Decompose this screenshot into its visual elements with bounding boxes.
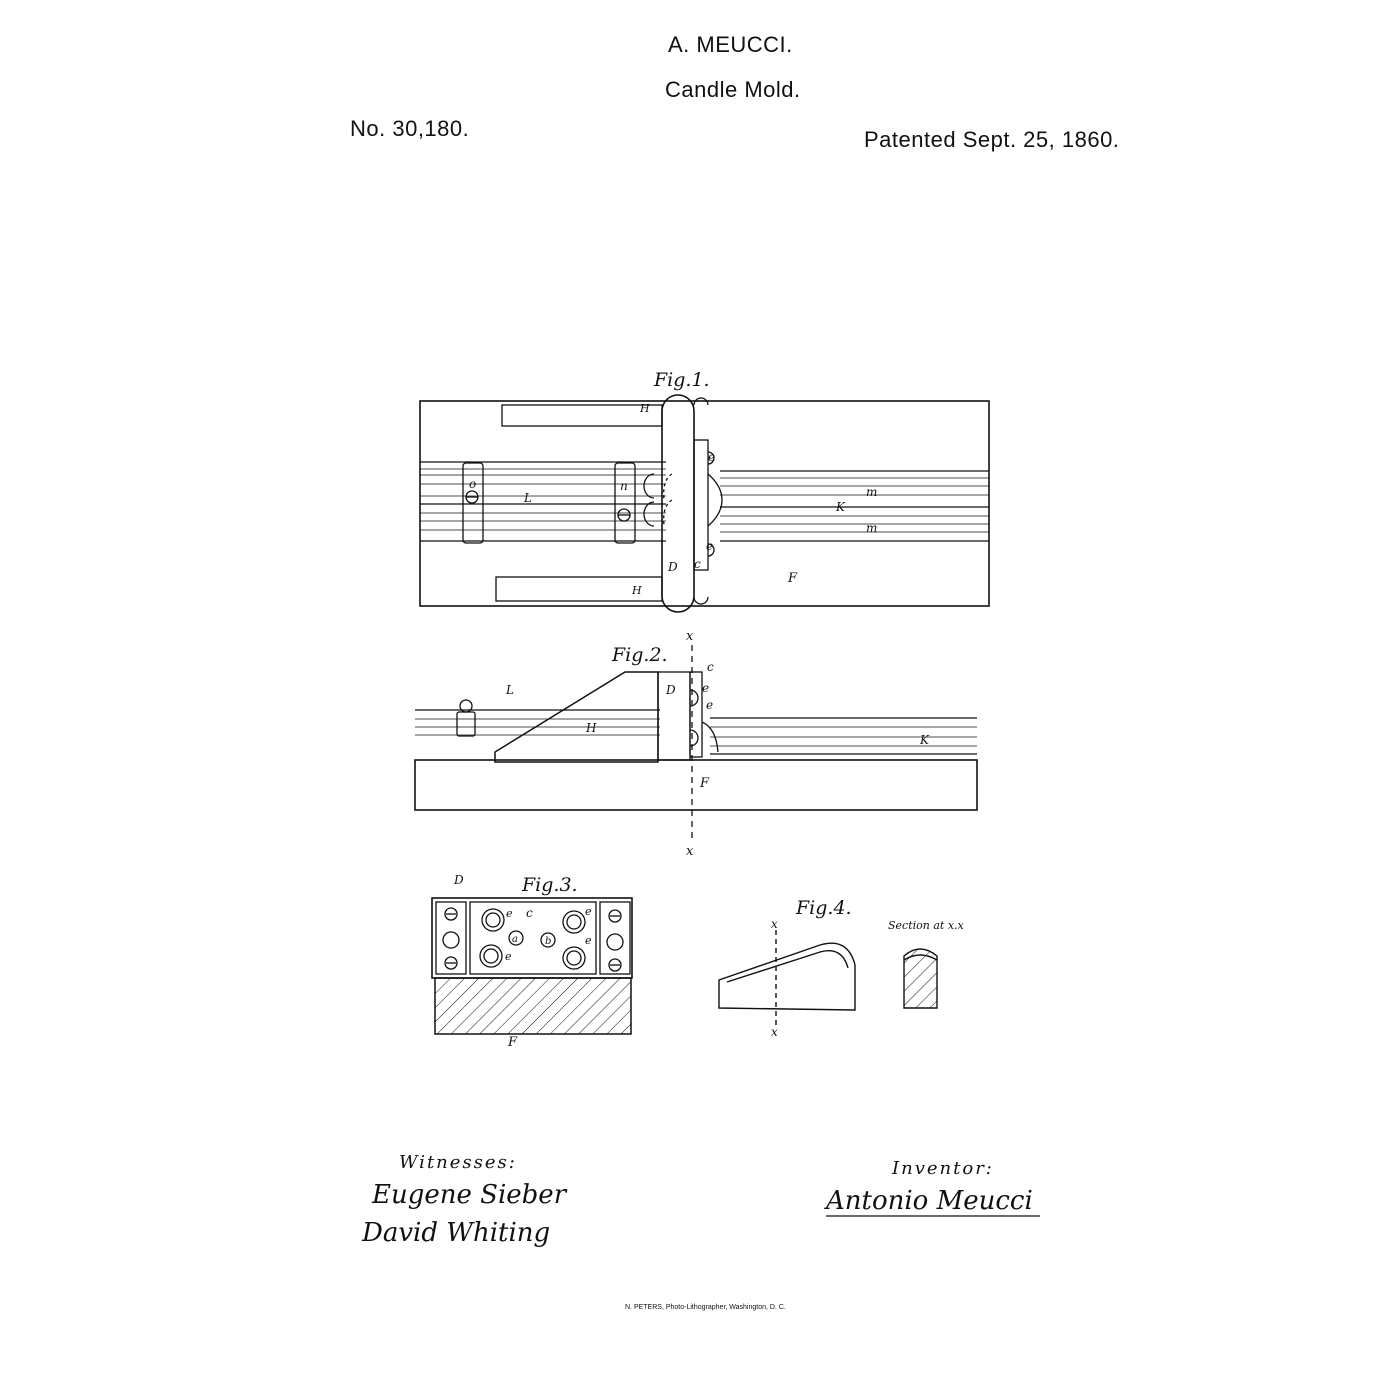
- fig4-wedge-side-view: [718, 942, 856, 1011]
- fig2-label-H: H: [585, 721, 597, 735]
- patent-number: No. 30,180.: [350, 116, 470, 141]
- fig3-label-b: b: [545, 936, 551, 947]
- fig2-label-K: K: [919, 733, 930, 747]
- inventor-name: A. MEUCCI.: [668, 32, 793, 57]
- fig3-label-a: a: [512, 934, 518, 945]
- witnesses-label: Witnesses:: [399, 1152, 517, 1173]
- figure-3: [431, 897, 633, 1035]
- fig3-label-D: D: [453, 873, 464, 887]
- fig1-label-D: D: [667, 560, 678, 574]
- fig1-nozzle-block-c: [693, 439, 709, 571]
- fig3-label-F: F: [507, 1035, 518, 1050]
- fig3-nozzle-plate: [469, 901, 597, 975]
- fig3-right-flange: [599, 901, 631, 975]
- inventor-signature: Antonio Meucci: [826, 1186, 1033, 1216]
- fig3-left-flange: [435, 901, 467, 975]
- fig4-caption: Fig.4.: [795, 897, 852, 919]
- fig3-label-c: c: [526, 906, 533, 920]
- fig1-label-m-bottom: m: [866, 521, 877, 535]
- fig2-label-F: F: [699, 776, 710, 791]
- fig4-label-x-top: x: [771, 917, 778, 931]
- figure-labels: H H o n L K m m e e D c F x x c D e e L …: [453, 402, 965, 1050]
- lithographer-credit: N. PETERS, Photo-Lithographer, Washingto…: [625, 1304, 786, 1311]
- fig1-label-c: c: [694, 557, 701, 571]
- fig2-wedge-H: [494, 671, 659, 763]
- fig2-clamp: [456, 711, 476, 737]
- fig1-caption: Fig.1.: [653, 369, 710, 391]
- fig1-mold-D: [661, 394, 695, 613]
- fig2-label-c: c: [707, 660, 714, 674]
- fig1-label-H-top: H: [639, 402, 650, 415]
- fig1-label-K: K: [835, 500, 846, 514]
- fig2-label-e1: e: [702, 681, 709, 695]
- fig2-label-x-bottom: x: [686, 844, 694, 859]
- fig2-label-D: D: [665, 683, 676, 697]
- fig1-label-H-bottom: H: [631, 584, 642, 597]
- fig2-caption: Fig.2.: [611, 644, 668, 666]
- fig4-label-x-bottom: x: [771, 1025, 778, 1039]
- fig1-rails: [420, 461, 989, 542]
- patent-date: Patented Sept. 25, 1860.: [864, 127, 1120, 152]
- fig3-screws: [442, 907, 624, 972]
- fig3-label-e4: e: [585, 934, 592, 947]
- fig2-label-x-top: x: [686, 629, 694, 644]
- fig1-h-bar-top: [501, 404, 663, 427]
- figure-4: [718, 930, 938, 1028]
- figure-1: [419, 394, 990, 613]
- figure-2: [414, 645, 978, 842]
- fig2-label-L: L: [505, 683, 514, 697]
- fig3-caption: Fig.3.: [521, 874, 578, 896]
- fig1-label-m-top: m: [866, 485, 877, 499]
- fig3-base-F: [434, 977, 632, 1035]
- witness-signature-1: Eugene Sieber: [372, 1180, 567, 1210]
- fig1-clamp-n: [614, 462, 636, 544]
- fig1-label-o: o: [469, 477, 476, 491]
- fig3-label-e1: e: [506, 907, 513, 920]
- fig4-section-view: [903, 948, 938, 1009]
- fig1-clamp-o: [462, 462, 484, 544]
- fig2-label-e2: e: [706, 698, 713, 712]
- fig3-nozzles: [479, 908, 586, 970]
- patent-title: Candle Mold.: [665, 77, 801, 102]
- fig1-label-L: L: [523, 491, 532, 505]
- fig4-section-caption: Section at x.x: [888, 919, 965, 932]
- fig3-label-e2: e: [585, 905, 592, 918]
- fig1-label-n: n: [620, 479, 628, 493]
- fig2-nozzle-block-c: [689, 671, 703, 758]
- fig1-label-e-bottom: e: [706, 539, 713, 553]
- fig2-base-F: [414, 759, 978, 811]
- fig1-label-F: F: [787, 571, 798, 586]
- inventor-label: Inventor:: [892, 1158, 994, 1179]
- fig3-label-e3: e: [505, 950, 512, 963]
- witness-signature-2: David Whiting: [362, 1218, 551, 1248]
- fig1-nozzle-curve: [707, 473, 723, 527]
- fig1-label-e-top: e: [708, 450, 715, 464]
